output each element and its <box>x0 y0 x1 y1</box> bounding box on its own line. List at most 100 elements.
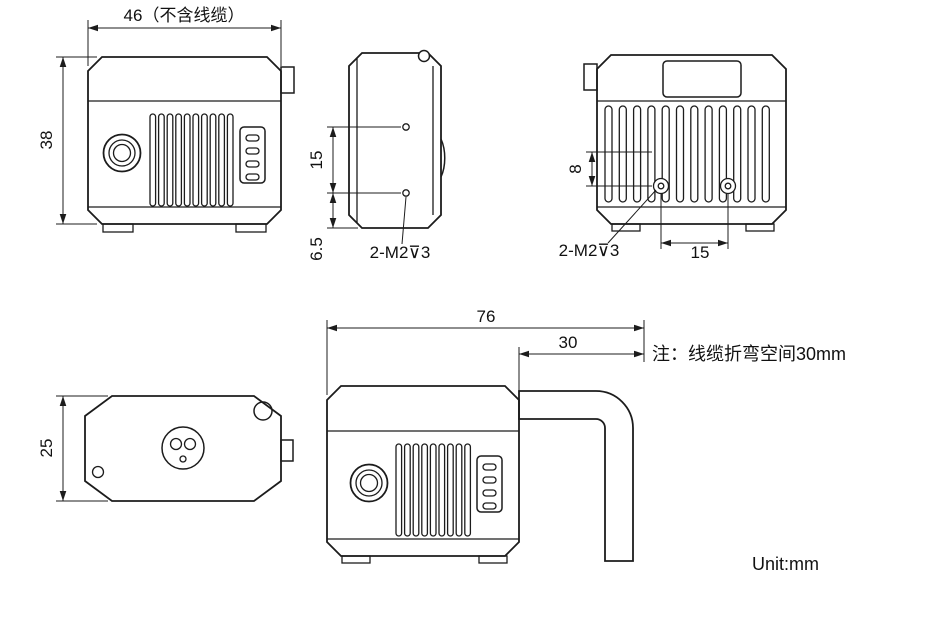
dim-front-height: 38 <box>37 56 97 225</box>
dim-back-hole-spacing-label: 15 <box>691 243 710 262</box>
back-screw-hole-left-inner <box>657 182 665 190</box>
cable-body-foot-left <box>341 555 371 564</box>
cable-body-indicator-panel <box>476 455 503 513</box>
dim-top-height: 25 <box>37 395 108 502</box>
front-foot-right <box>235 223 267 233</box>
dim-side-hole-offset: 6.5 <box>307 193 358 261</box>
lens-mid-ring <box>355 469 383 497</box>
top-corner-button <box>253 401 273 421</box>
dim-back-hole-offset: 8 <box>566 151 652 187</box>
vent-slot <box>209 113 217 207</box>
vent-slot <box>690 105 699 203</box>
vent-slot <box>403 443 411 537</box>
vent-slot <box>175 113 183 207</box>
vent-slot <box>604 105 613 203</box>
top-view <box>84 395 294 502</box>
vent-slot <box>438 443 446 537</box>
vent-slot <box>455 443 463 537</box>
vent-slot <box>429 443 437 537</box>
back-screw-hole-left <box>652 177 670 195</box>
front-indicator-panel <box>239 126 266 184</box>
leader-line <box>607 189 657 244</box>
front-view <box>87 56 295 233</box>
callout-side-thread-label: 2-M2⊽3 <box>370 243 431 262</box>
vent-slot <box>747 105 756 203</box>
indicator-bar <box>482 502 497 510</box>
vent-slot <box>618 105 627 203</box>
vent-slot <box>183 113 191 207</box>
trigger-button <box>417 49 431 63</box>
back-foot-right <box>745 223 775 232</box>
callout-side-thread: 2-M2⊽3 <box>370 196 431 262</box>
indicator-bar <box>245 134 260 142</box>
vent-slot <box>733 105 742 203</box>
indicator-bar <box>482 463 497 471</box>
front-connector-stub <box>280 66 295 94</box>
vent-slot <box>632 105 642 203</box>
dim-total-length: 76 <box>326 307 645 395</box>
callout-back-thread-label: 2-M2⊽3 <box>559 241 620 260</box>
dim-cable-clearance: 30 <box>518 333 644 395</box>
vent-slot <box>166 113 174 207</box>
top-body-outline <box>84 395 282 502</box>
back-label-plate <box>662 60 742 98</box>
dim-front-height-label: 38 <box>37 131 56 150</box>
dim-side-hole-spacing-label: 15 <box>307 151 326 170</box>
side-mounting-hole-top <box>402 123 410 131</box>
dim-top-height-label: 25 <box>37 439 56 458</box>
vent-slot <box>704 105 713 203</box>
side-lens-bulge <box>440 138 446 178</box>
lens-mid-ring <box>108 139 136 167</box>
dim-back-hole-offset-label: 8 <box>566 164 585 173</box>
dim-cable-clearance-label: 30 <box>559 333 578 352</box>
vent-slot <box>464 443 472 537</box>
cable-outline <box>518 390 634 562</box>
lens-inner-ring <box>359 473 379 493</box>
vent-slot <box>647 105 656 203</box>
dim-front-width-label: 46（不含线缆） <box>124 6 245 25</box>
cable-body-foot-right <box>478 555 508 564</box>
top-boss-hole-right <box>183 437 197 451</box>
top-center-boss <box>161 426 205 470</box>
vent-slot <box>421 443 429 537</box>
vent-slot <box>226 113 234 207</box>
side-view <box>348 49 446 229</box>
top-corner-hole <box>91 465 105 479</box>
lens-outer-ring <box>102 133 142 173</box>
side-body-outline <box>348 52 442 229</box>
vent-slot <box>149 113 157 207</box>
dim-side-hole-offset-label: 6.5 <box>307 237 326 261</box>
back-connector-stub <box>583 63 598 91</box>
back-view <box>583 54 787 232</box>
vent-slot <box>157 113 165 207</box>
top-boss-hole-left <box>169 437 183 451</box>
top-connector-stub <box>280 439 294 462</box>
indicator-bar <box>482 476 497 484</box>
cable-body-vent-slots <box>395 443 472 537</box>
front-vent-slots <box>149 113 234 207</box>
dim-total-length-label: 76 <box>477 307 496 326</box>
front-body-outline <box>87 56 282 225</box>
dim-back-hole-spacing: 15 <box>660 194 729 262</box>
cable-bend-note: 注：线缆折弯空间30mm <box>652 344 846 364</box>
vent-slot <box>395 443 403 537</box>
vent-slot <box>718 105 728 203</box>
back-vent-slots <box>604 105 770 203</box>
vent-slot <box>675 105 685 203</box>
lens-outer-ring <box>349 463 389 503</box>
unit-label: Unit:mm <box>752 554 819 574</box>
leader-line <box>401 196 407 245</box>
front-foot-left <box>102 223 134 233</box>
side-mounting-hole-bottom <box>402 189 410 197</box>
indicator-bar <box>482 489 497 497</box>
dim-side-hole-spacing: 15 <box>307 126 401 194</box>
indicator-bar <box>245 147 260 155</box>
cable-view <box>326 385 634 564</box>
back-screw-hole-right <box>719 177 737 195</box>
indicator-bar <box>245 173 260 181</box>
vent-slot <box>218 113 226 207</box>
vent-slot <box>761 105 770 203</box>
dim-front-width: 46（不含线缆） <box>87 6 282 66</box>
